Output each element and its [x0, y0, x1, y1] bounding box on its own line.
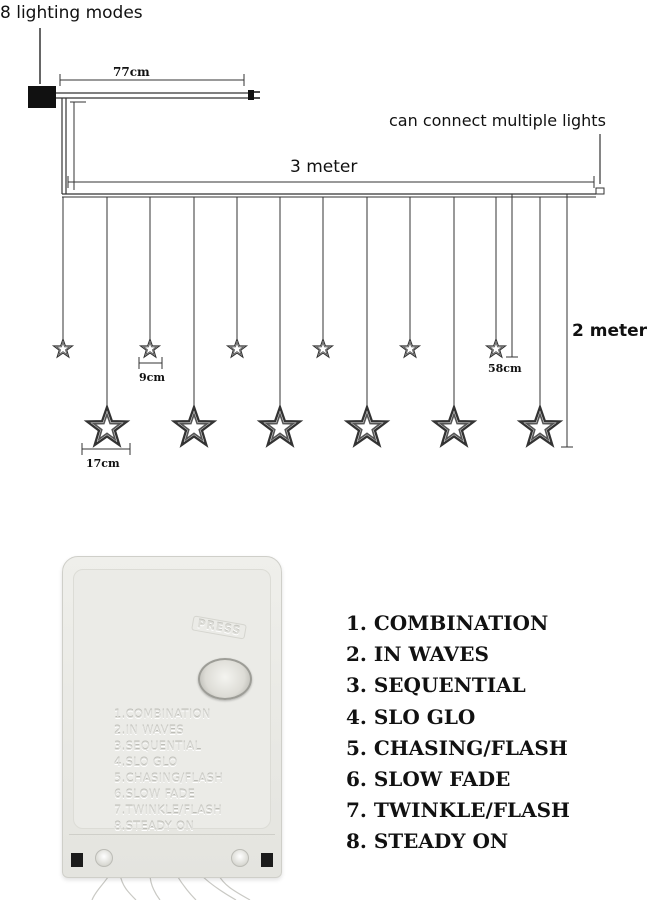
left-notch — [71, 853, 83, 867]
cable-length-label: 77cm — [113, 65, 150, 79]
plug-icon — [248, 90, 254, 100]
controller-mode-item: 8.STEADY ON — [114, 819, 195, 833]
height-label: 2 meter — [572, 321, 648, 341]
mode-list-item: 8. STEADY ON — [346, 829, 509, 854]
small-star-size-label: 9cm — [139, 371, 165, 384]
width-label: 3 meter — [290, 157, 357, 177]
controller-mode-item: 5.CHASING/FLASH — [114, 771, 224, 785]
controller-mode-list: 1.COMBINATION 2.IN WAVES 3.SEQUENTIAL 4.… — [114, 706, 223, 834]
mode-list-item: 6. SLOW FADE — [346, 767, 511, 792]
controller-face: PRESS 1.COMBINATION 2.IN WAVES 3.SEQUENT… — [73, 569, 271, 833]
left-peg — [95, 849, 113, 867]
controller-mode-item: 3.SEQUENTIAL — [114, 739, 202, 753]
mode-list-item: 7. TWINKLE/FLASH — [346, 798, 570, 823]
mode-list-item: 2. IN WAVES — [346, 642, 489, 667]
press-label: PRESS — [191, 615, 248, 640]
controller-bottom-edge — [69, 834, 275, 873]
right-peg — [231, 849, 249, 867]
light-curtain-diagram: 8 lighting modes 77cm can connect multip… — [0, 3, 648, 470]
short-drop-group — [62, 197, 497, 340]
connector-icon — [595, 187, 605, 195]
mode-list-item: 3. SEQUENTIAL — [346, 673, 526, 698]
long-drop-group — [106, 197, 541, 410]
controller-unit: PRESS 1.COMBINATION 2.IN WAVES 3.SEQUENT… — [62, 556, 282, 878]
controller-mode-item: 1.COMBINATION — [114, 707, 211, 721]
connect-label: can connect multiple lights — [389, 111, 606, 130]
mode-list: 1. COMBINATION 2. IN WAVES 3. SEQUENTIAL… — [346, 608, 570, 858]
mode-list-item: 5. CHASING/FLASH — [346, 735, 568, 760]
right-notch — [261, 853, 273, 867]
mode-list-item: 1. COMBINATION — [346, 611, 549, 635]
controller-mode-item: 4.SLO GLO — [114, 755, 178, 769]
controller-mode-item: 7.TWINKLE/FLASH — [114, 803, 223, 817]
mode-press-button[interactable] — [198, 658, 252, 700]
controller-mode-item: 6.SLOW FADE — [114, 787, 196, 801]
controller-box-icon — [28, 86, 56, 108]
big-star-size-label: 17cm — [86, 457, 120, 470]
short-drop-label: 58cm — [488, 362, 522, 375]
controller-mode-item: 2.IN WAVES — [114, 723, 184, 737]
mode-list-item: 4. SLO GLO — [346, 704, 476, 729]
lighting-modes-label: 8 lighting modes — [0, 3, 143, 23]
